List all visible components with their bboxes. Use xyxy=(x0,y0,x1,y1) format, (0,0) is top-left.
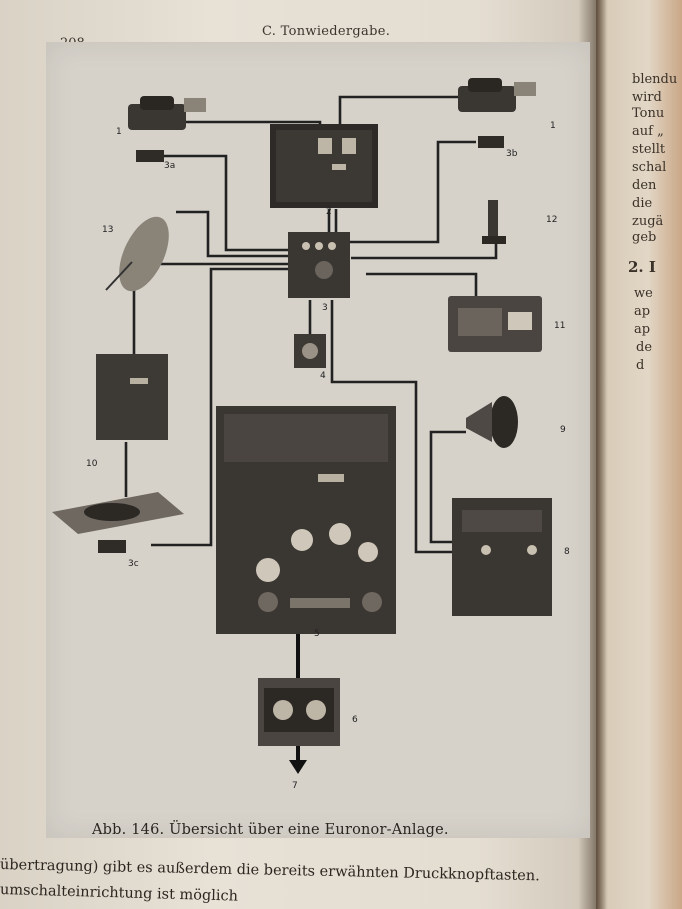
central-unit xyxy=(270,124,378,208)
right-page-text-line: auf „ xyxy=(632,124,664,139)
right-page-text-line: die xyxy=(632,196,653,211)
record-player-cabinet xyxy=(96,354,168,440)
label-13: 13 xyxy=(102,225,113,235)
right-page-text-line: blendu xyxy=(632,72,678,87)
running-head: C. Tonwiedergabe. xyxy=(262,24,391,39)
label-3: 3 xyxy=(322,303,328,313)
right-page-text-line: ap xyxy=(634,322,651,337)
telephone-left xyxy=(128,96,206,130)
microphone xyxy=(482,200,506,244)
right-page-text-line: de xyxy=(636,340,653,355)
loudspeaker xyxy=(466,396,518,448)
right-page-text-line: 2. I xyxy=(628,258,656,276)
label-4: 4 xyxy=(320,371,326,381)
pushbutton-3a xyxy=(136,150,164,162)
right-page-text-line: den xyxy=(632,178,657,193)
label-7: 7 xyxy=(292,781,298,791)
figure-caption: Abb. 146. Übersicht über eine Euronor-An… xyxy=(92,822,449,838)
label-10: 10 xyxy=(86,459,98,469)
label-2: 2 xyxy=(326,207,332,217)
right-page-text-line: geb xyxy=(632,230,657,245)
pushbutton-3c xyxy=(98,540,126,553)
switch-box xyxy=(288,232,350,298)
label-11: 11 xyxy=(554,321,565,331)
right-page-text-line: wird xyxy=(632,90,662,105)
telephone-right xyxy=(458,78,536,112)
label-5: 5 xyxy=(314,629,320,639)
label-3a: 3a xyxy=(164,161,175,171)
bell xyxy=(105,216,169,292)
right-page-text-line: schal xyxy=(632,160,667,175)
output-box xyxy=(258,678,340,746)
amplifier-rack xyxy=(216,406,396,634)
control-box-4 xyxy=(294,334,326,368)
speaker-amplifier xyxy=(452,498,552,616)
label-3c: 3c xyxy=(128,559,139,569)
right-page-text-line: zugä xyxy=(632,214,664,229)
right-page-text-line: Tonu xyxy=(632,106,665,121)
label-8: 8 xyxy=(564,547,570,557)
turntable xyxy=(52,492,184,534)
label-1-left: 1 xyxy=(116,127,122,137)
radio-receiver xyxy=(448,296,542,352)
arrow-down-icon xyxy=(289,760,307,774)
right-page-text-line: d xyxy=(636,358,645,373)
label-1-right: 1 xyxy=(550,121,556,131)
label-3b: 3b xyxy=(506,149,518,159)
wiring xyxy=(124,95,498,554)
euronor-diagram: 1 1 2 3 3a 3b 3c 4 5 6 7 8 9 10 11 12 13 xyxy=(52,78,570,791)
right-page-text-line: ap xyxy=(634,304,651,319)
label-12: 12 xyxy=(546,215,557,225)
label-9: 9 xyxy=(560,425,566,435)
right-page-text-line: stellt xyxy=(632,142,666,157)
label-6: 6 xyxy=(352,715,358,725)
right-page-text-line: we xyxy=(634,286,653,301)
pushbutton-3b xyxy=(478,136,504,148)
